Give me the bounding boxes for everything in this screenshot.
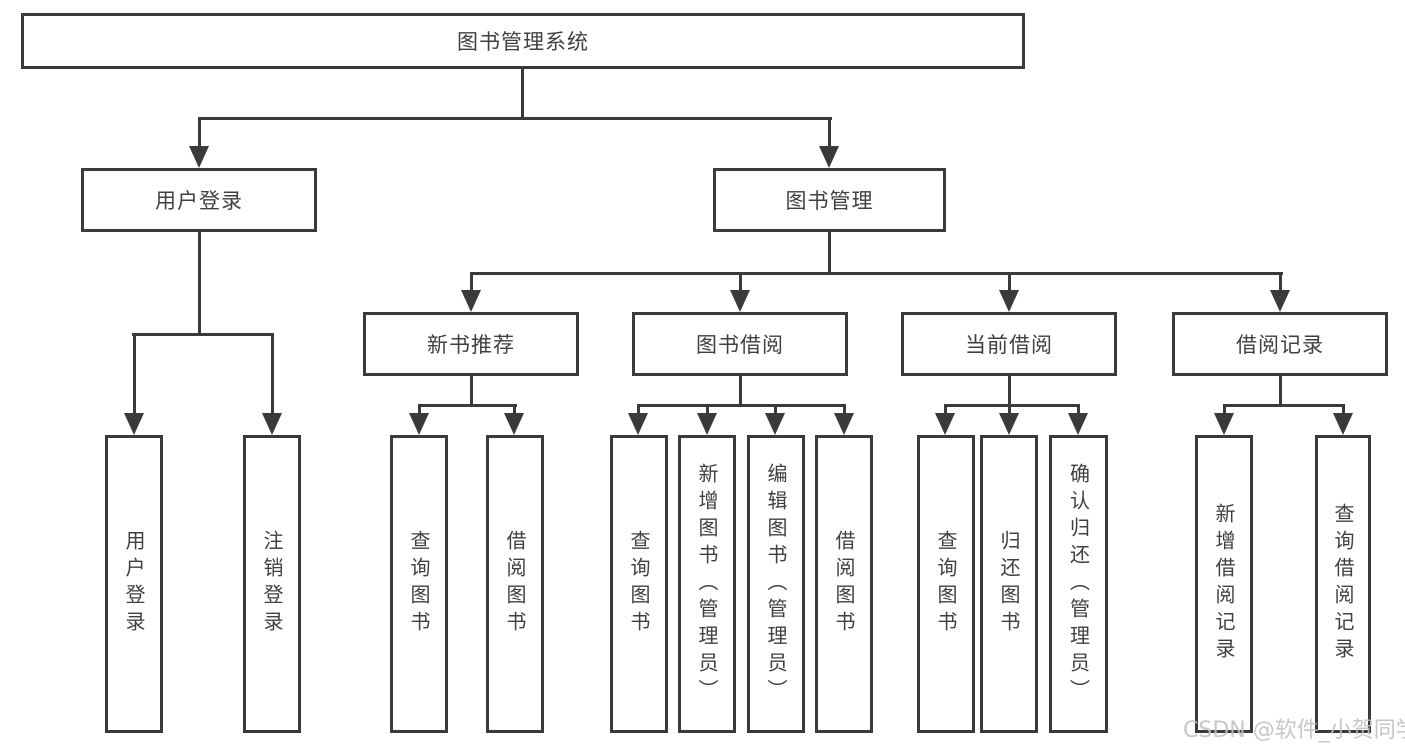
arrowhead-login-leaf [124, 413, 144, 435]
arrowhead-borrow-records [1270, 290, 1290, 312]
connector-stem-cb-return [1008, 404, 1011, 415]
arrowhead-book-mgmt [819, 146, 839, 168]
node-user-login: 用户登录 [81, 168, 317, 232]
connector-level3-bus [470, 272, 1283, 275]
leaf-bb-query-books: 查询图书 [610, 435, 668, 733]
leaf-bb-edit-books-admin: 编辑图书（管理员） [747, 435, 805, 733]
arrowhead-logout-leaf [262, 413, 282, 435]
arrowhead-rec-borrow [504, 413, 524, 435]
leaf-br-add-record: 新增借阅记录 [1195, 435, 1253, 733]
arrowhead-bb-edit [765, 413, 785, 435]
arrowhead-bb-borrow [834, 413, 854, 435]
leaf-bb-borrow-books-label: 借阅图书 [832, 530, 856, 638]
node-borrow-records: 借阅记录 [1172, 312, 1388, 376]
leaf-rec-query-books: 查询图书 [390, 435, 448, 733]
node-current-borrow: 当前借阅 [901, 312, 1117, 376]
connector-level2-bus [198, 117, 832, 120]
connector-borrow-records-vertical [1279, 376, 1282, 407]
connector-stem-br-add [1223, 404, 1226, 415]
leaf-cb-query-books-label: 查询图书 [934, 530, 958, 638]
connector-stem-br-query [1342, 404, 1345, 415]
node-book-borrow: 图书借阅 [632, 312, 848, 376]
connector-stem-current-borrow [1008, 272, 1011, 294]
leaf-bb-query-books-label: 查询图书 [627, 530, 651, 638]
arrowhead-current-borrow [999, 290, 1019, 312]
connector-stem-cb-confirm [1077, 404, 1080, 415]
connector-new-book-bus [418, 404, 517, 407]
connector-current-borrow-bus [944, 404, 1080, 407]
leaf-br-add-record-label: 新增借阅记录 [1212, 503, 1236, 665]
node-user-login-label: 用户登录 [155, 189, 243, 213]
leaf-br-query-record: 查询借阅记录 [1315, 435, 1371, 733]
connector-stem-cb-query [944, 404, 947, 415]
leaf-cb-confirm-return-admin: 确认归还（管理员） [1049, 435, 1108, 733]
arrowhead-bb-query [628, 413, 648, 435]
arrowhead-bb-add [697, 413, 717, 435]
arrowhead-br-add [1214, 413, 1234, 435]
watermark: CSDN @软件_小贺同学 [1183, 718, 1405, 743]
connector-stem-bb-borrow [843, 404, 846, 415]
arrowhead-user-login [189, 146, 209, 168]
arrowhead-cb-confirm [1068, 413, 1088, 435]
connector-book-mgmt-vertical [828, 232, 831, 275]
leaf-user-login: 用户登录 [105, 435, 163, 733]
arrowhead-rec-query [409, 413, 429, 435]
connector-borrow-records-bus [1223, 404, 1345, 407]
connector-book-borrow-vertical [739, 376, 742, 407]
connector-stem-rec-borrow [513, 404, 516, 415]
leaf-bb-edit-books-admin-label: 编辑图书（管理员） [764, 462, 788, 706]
node-current-borrow-label: 当前借阅 [965, 333, 1053, 357]
connector-stem-book-mgmt [828, 117, 831, 150]
connector-stem-book-borrow [739, 272, 742, 294]
arrowhead-cb-return [999, 413, 1019, 435]
leaf-rec-query-books-label: 查询图书 [407, 530, 431, 638]
leaf-cb-confirm-return-admin-label: 确认归还（管理员） [1066, 462, 1091, 706]
leaf-user-login-label: 用户登录 [122, 530, 146, 638]
arrowhead-book-borrow [730, 290, 750, 312]
leaf-br-query-record-label: 查询借阅记录 [1331, 503, 1355, 665]
node-new-book-rec-label: 新书推荐 [427, 333, 515, 357]
connector-stem-login-leaf [133, 333, 136, 415]
connector-root-vertical [521, 69, 524, 119]
leaf-bb-add-books-admin-label: 新增图书（管理员） [695, 462, 719, 706]
connector-stem-new-book [470, 272, 473, 294]
connector-book-borrow-bus [637, 404, 846, 407]
node-book-mgmt: 图书管理 [713, 168, 946, 232]
node-root-label: 图书管理系统 [457, 30, 589, 54]
leaf-cb-return-books-label: 归还图书 [997, 530, 1021, 638]
connector-user-login-bus [132, 333, 274, 336]
node-new-book-rec: 新书推荐 [363, 312, 579, 376]
arrowhead-br-query [1333, 413, 1353, 435]
leaf-logout-label: 注销登录 [260, 530, 284, 638]
leaf-rec-borrow-books-label: 借阅图书 [503, 530, 527, 638]
node-root: 图书管理系统 [21, 13, 1025, 69]
node-book-mgmt-label: 图书管理 [785, 189, 874, 213]
connector-stem-logout-leaf [271, 333, 274, 415]
connector-stem-borrow-records [1279, 272, 1282, 294]
leaf-rec-borrow-books: 借阅图书 [486, 435, 544, 733]
connector-user-login-vertical [198, 232, 201, 335]
leaf-cb-return-books: 归还图书 [980, 435, 1038, 733]
connector-stem-bb-edit [774, 404, 777, 415]
connector-current-borrow-vertical [1008, 376, 1011, 407]
node-book-borrow-label: 图书借阅 [696, 333, 784, 357]
connector-new-book-vertical [470, 376, 473, 407]
connector-stem-bb-add [706, 404, 709, 415]
leaf-cb-query-books: 查询图书 [917, 435, 975, 733]
node-borrow-records-label: 借阅记录 [1236, 333, 1324, 357]
arrowhead-cb-query [935, 413, 955, 435]
arrowhead-new-book [461, 290, 481, 312]
leaf-logout: 注销登录 [243, 435, 301, 733]
connector-stem-bb-query [637, 404, 640, 415]
connector-stem-rec-query [418, 404, 421, 415]
leaf-bb-borrow-books: 借阅图书 [815, 435, 873, 733]
leaf-bb-add-books-admin: 新增图书（管理员） [678, 435, 736, 733]
connector-stem-user-login [198, 117, 201, 150]
